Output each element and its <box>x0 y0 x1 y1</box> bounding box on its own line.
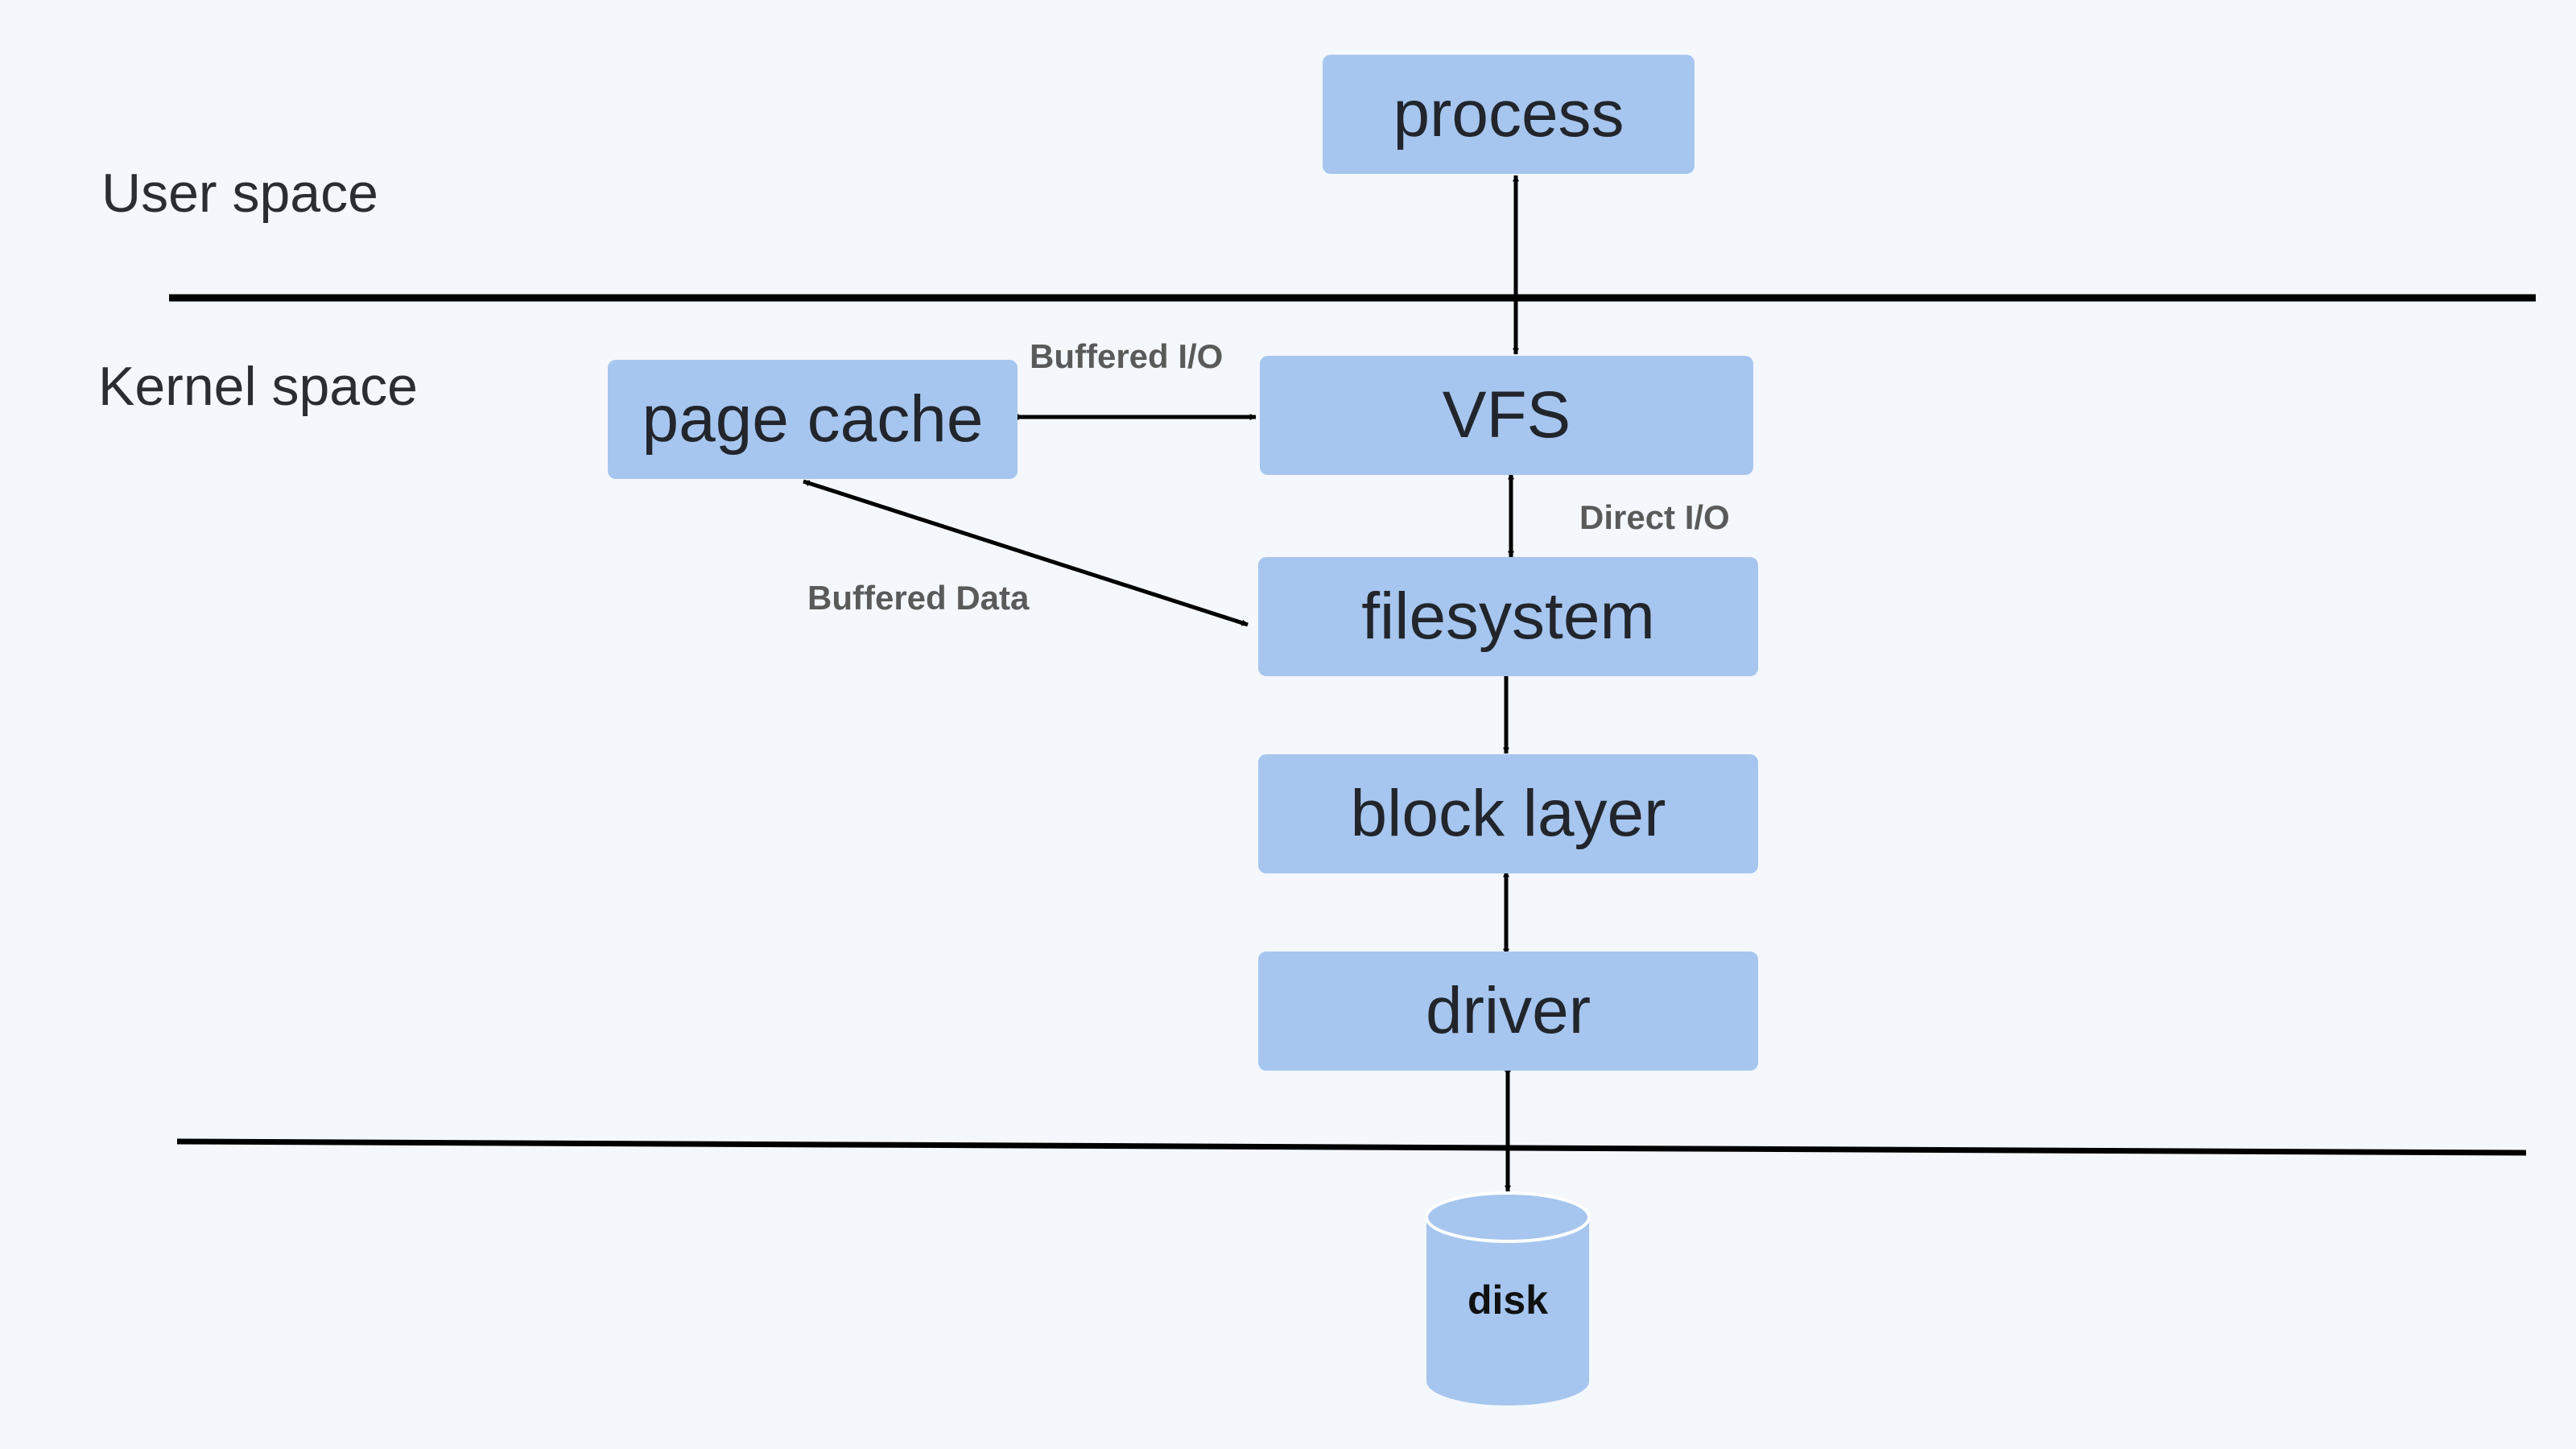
buffered-io-label: Buffered I/O <box>1030 337 1224 375</box>
block-layer-node: block layer <box>1258 754 1758 873</box>
pagecache-filesystem-arrow <box>803 479 1249 627</box>
disk-cylinder-icon <box>1425 1191 1591 1406</box>
kernel-space-label: Kernel space <box>98 356 418 417</box>
page-cache-node: page cache <box>608 360 1018 479</box>
direct-io-label: Direct I/O <box>1579 498 1730 536</box>
buffered-data-label: Buffered Data <box>807 579 1030 617</box>
user-space-label: User space <box>101 163 378 224</box>
process-node: process <box>1323 55 1695 174</box>
disk-label: disk <box>1467 1278 1549 1323</box>
driver-node: driver <box>1258 952 1758 1071</box>
filesystem-node: filesystem <box>1258 557 1758 676</box>
filesystem-label: filesystem <box>1361 580 1655 653</box>
driver-label: driver <box>1425 974 1591 1047</box>
process-label: process <box>1393 77 1624 151</box>
vfs-label: VFS <box>1442 378 1571 452</box>
block-layer-label: block layer <box>1350 777 1666 850</box>
kernel-hardware-boundary-line <box>176 1138 2527 1156</box>
page-cache-label: page cache <box>642 382 984 456</box>
vfs-node: VFS <box>1260 356 1753 475</box>
